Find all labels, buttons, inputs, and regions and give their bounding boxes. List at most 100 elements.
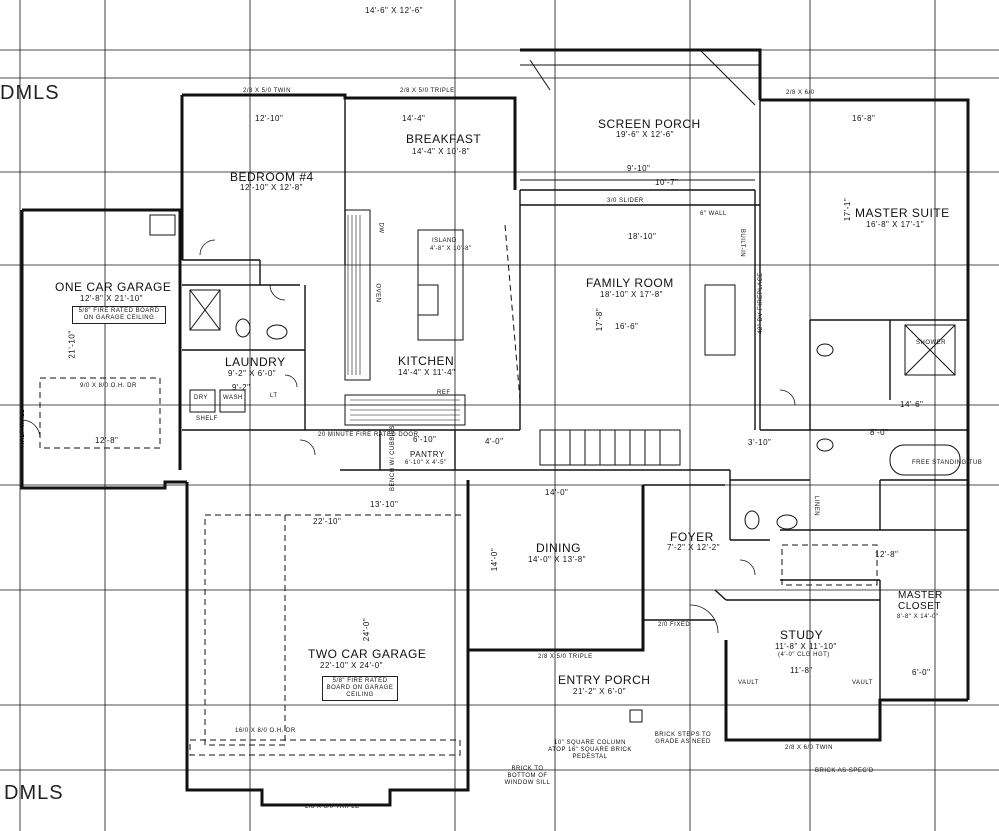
brick-as-spec-note: BRICK AS SPEC'D xyxy=(815,768,874,774)
master-closet-dims: 8'-8" X 14'-0" xyxy=(897,614,939,620)
study-dims: 11'-8" X 11'-10" xyxy=(775,642,837,651)
dim-hall: 4'-0" xyxy=(485,437,504,446)
oh-door-note-2: 16/0 X 8/0 O.H. DR xyxy=(235,728,296,734)
bedroom4-name: BEDROOM #4 xyxy=(230,170,314,184)
screen-porch-dims: 19'-6" X 12'-6" xyxy=(616,130,675,139)
vault-label-1: VAULT xyxy=(738,680,759,686)
dim-bedroom-width: 12'-10" xyxy=(255,114,284,123)
brick-steps-note: BRICK STEPS TO GRADE AS NEED xyxy=(654,732,712,745)
dim-closet-top: 12'-8" xyxy=(875,550,899,559)
dim-garage-width: 22'-10" xyxy=(313,517,342,526)
dim-pantry: 6'-10" xyxy=(413,435,437,444)
master-closet-name: MASTER CLOSET xyxy=(898,590,943,612)
laundry-name: LAUNDRY xyxy=(225,355,286,369)
two-car-garage-name: TWO CAR GARAGE xyxy=(308,647,427,661)
dim-family-width: 18'-10" xyxy=(628,232,657,241)
dim-porch-inner: 10'-7" xyxy=(655,178,679,187)
dim-breakfast-width: 14'-4" xyxy=(402,114,426,123)
shower-label: SHOWER xyxy=(916,340,946,346)
free-standing-tub-note: FREE STANDING TUB xyxy=(912,460,983,466)
built-in-label: BUILT-IN xyxy=(739,228,746,258)
two-car-garage-dims: 22'-10" X 24'-0" xyxy=(320,661,383,670)
entry-porch-dims: 21'-2" X 6'-0" xyxy=(573,687,627,696)
column-note: 10" SQUARE COLUMN ATOP 16" SQUARE BRICK … xyxy=(548,740,632,760)
master-suite-dims: 16'-8" X 17'-1" xyxy=(866,220,925,229)
kitchen-dims: 14'-4" X 11'-4" xyxy=(398,368,456,377)
garage-dashes xyxy=(39,224,878,756)
family-room-dims: 18'-10" X 17'-8" xyxy=(600,290,663,299)
island-dims: 4'-8" X 10'-8" xyxy=(430,246,472,252)
garage-board-note-1: 5/8" FIRE RATED BOARD ON GARAGE CEILING xyxy=(72,306,166,324)
window-triple-entry: 2/8 X 5/0 TRIPLE xyxy=(538,654,593,660)
door-swings xyxy=(21,239,796,634)
dim-porch-depth: 9'-10" xyxy=(627,164,651,173)
foyer-dims: 7'-2" X 12'-2" xyxy=(667,543,721,552)
dining-dims: 14'-0" X 13'-8" xyxy=(528,555,587,564)
dim-garage-top: 13'-10" xyxy=(370,500,399,509)
oven-label: OVEN xyxy=(374,283,381,303)
kitchen-cabinets xyxy=(344,209,956,426)
foyer-name: FOYER xyxy=(670,530,714,544)
dim-master-width: 16'-8" xyxy=(852,114,876,123)
dim-garage-depth: 24'-0" xyxy=(362,617,372,642)
window-triple-breakfast: 2/8 X 5/0 TRIPLE xyxy=(400,88,455,94)
window-twin-bedroom: 2/8 X 5/0 TWIN xyxy=(243,88,291,94)
linen-label: LINEN xyxy=(813,495,820,517)
interior-walls xyxy=(182,98,968,700)
laundry-dims: 9'-2" X 6'-0" xyxy=(228,369,277,378)
wall-label: 6" WALL xyxy=(700,211,727,217)
fire-door-note: 20 MINUTE FIRE RATED DOOR xyxy=(318,432,419,438)
breakfast-name: BREAKFAST xyxy=(406,132,482,146)
fixed-window-label: 2/0 FIXED xyxy=(658,622,691,628)
island-name: ISLAND xyxy=(432,238,457,244)
window-twin-study: 2/8 X 6/0 TWIN xyxy=(785,745,833,751)
patio-dims: 14'-6" X 12'-6" xyxy=(365,6,424,15)
dim-family-depth: 17'-8" xyxy=(595,307,605,332)
fixtures xyxy=(149,214,961,723)
window-triple-garage: 2/8 X 6/0 TRIPLE xyxy=(305,804,360,810)
dim-master-depth: 17'-1" xyxy=(843,197,853,222)
exterior-walls xyxy=(20,48,970,807)
dim-bath-lower: 8'-0" xyxy=(870,428,889,437)
pantry-name: PANTRY xyxy=(410,450,445,459)
shelf-label: SHELF xyxy=(196,416,218,422)
dryer-label: DRY xyxy=(194,395,209,401)
laundry-tub-label: LT xyxy=(270,393,278,399)
dim-dining-width: 14'-0" xyxy=(545,488,569,497)
bedroom4-dims: 12'-10" X 12'-8" xyxy=(240,183,303,192)
window-master: 2/8 X 6/0 xyxy=(786,90,815,96)
brand-watermark-bottom: DMLS xyxy=(4,782,64,804)
fireplace-note: 42" DV FIREPLACE xyxy=(757,272,764,334)
entry-porch-name: ENTRY PORCH xyxy=(558,673,651,687)
family-room-name: FAMILY ROOM xyxy=(586,276,674,290)
one-car-garage-name: ONE CAR GARAGE xyxy=(55,280,172,294)
brand-watermark-left: DMLS xyxy=(0,82,60,104)
slider-note: 3/0 SLIDER xyxy=(607,198,644,204)
study-name: STUDY xyxy=(780,628,824,642)
dining-name: DINING xyxy=(536,541,581,555)
master-suite-name: MASTER SUITE xyxy=(855,206,950,220)
dim-one-car-depth: 21'-10" xyxy=(67,330,77,359)
half-wall-label: HALF WALL xyxy=(19,409,26,447)
washer-label: WASH xyxy=(223,395,243,401)
garage-board-note-2: 5/8" FIRE RATED BOARD ON GARAGE CEILING xyxy=(322,676,398,701)
kitchen-name: KITCHEN xyxy=(398,354,455,368)
brick-bottom-note: BRICK TO BOTTOM OF WINDOW SILL xyxy=(504,766,551,786)
dim-bath: 14'-6" xyxy=(900,400,924,409)
stairs xyxy=(539,429,681,466)
vault-label-2: VAULT xyxy=(852,680,873,686)
dim-dining-side: 14'-0" xyxy=(490,547,500,572)
pantry-dims: 6'-10" X 4'-5" xyxy=(405,460,447,466)
bench-label: BENCH W/ CUBBIES xyxy=(390,424,397,492)
refrigerator-label: REF xyxy=(437,390,451,396)
screen-porch-lines xyxy=(520,49,760,181)
dim-one-car-width: 12'-8" xyxy=(95,436,119,445)
breakfast-dims: 14'-4" X 10'-8" xyxy=(412,147,471,156)
dim-entry-hall: 3'-10" xyxy=(748,438,772,447)
screen-porch-name: SCREEN PORCH xyxy=(598,117,701,131)
dim-closet-bottom: 6'-0" xyxy=(912,668,931,677)
study-ceiling: (4'-0" CLG HGT) xyxy=(778,652,830,658)
oh-door-note-1: 9/0 X 8/0 O.H. DR xyxy=(80,383,137,389)
